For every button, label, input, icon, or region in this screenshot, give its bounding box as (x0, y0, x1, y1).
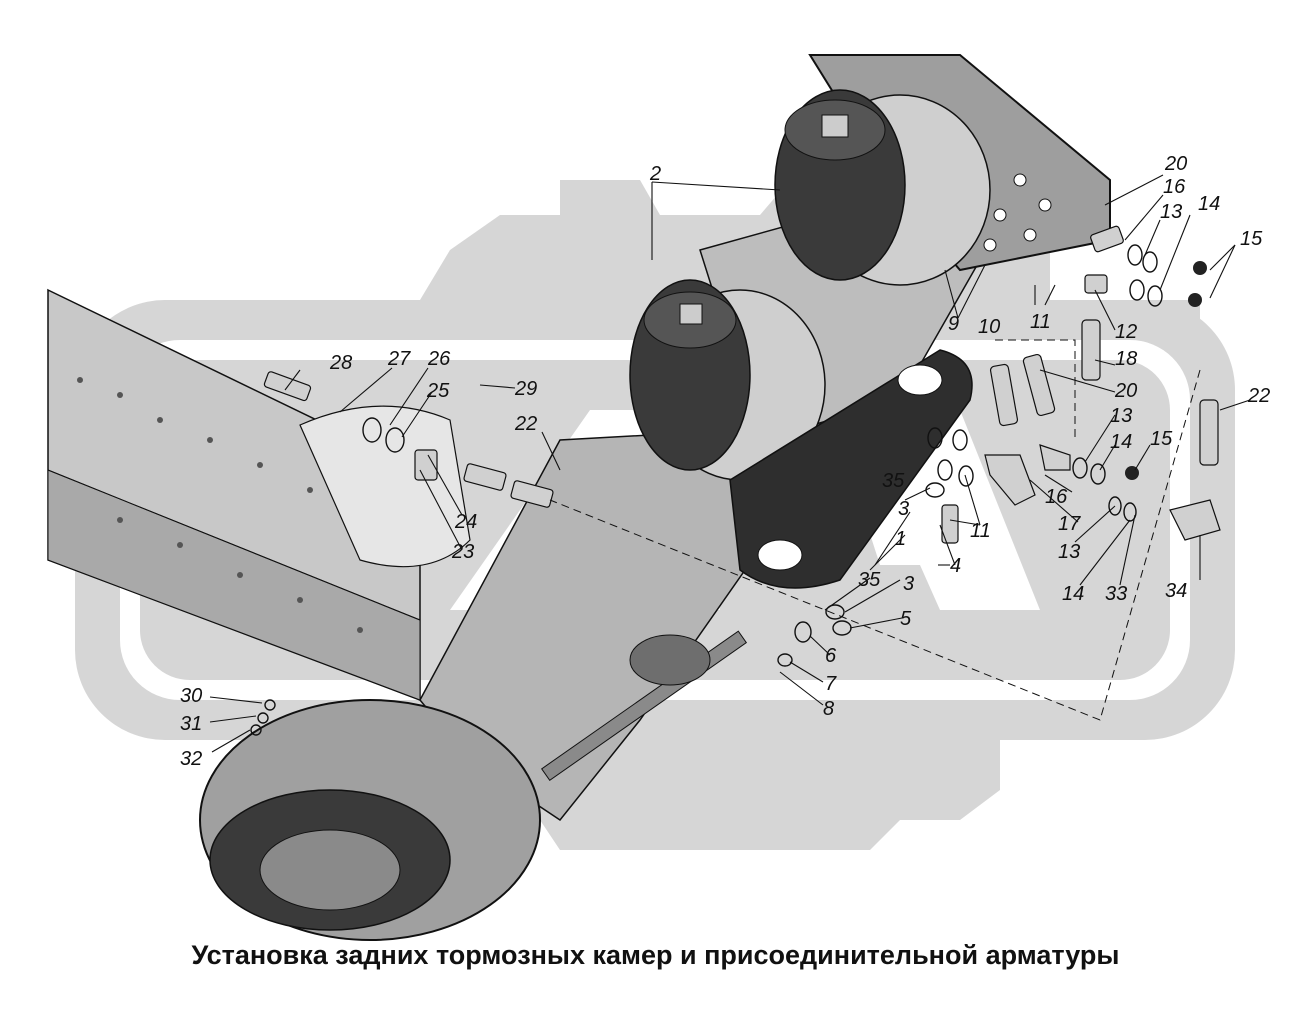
callout-11a: 11 (1030, 311, 1051, 333)
fittings (263, 225, 1221, 544)
callout-31: 31 (180, 713, 202, 735)
callout-17: 17 (1058, 513, 1081, 535)
assembly-lines (549, 339, 1201, 721)
callout-35a: 35 (882, 470, 905, 492)
callout-3a: 3 (898, 498, 909, 520)
callout-23: 23 (451, 541, 474, 563)
callout-14b: 14 (1110, 431, 1132, 453)
callout-20b: 20 (1114, 380, 1137, 402)
callout-6: 6 (825, 645, 837, 667)
figure-caption: Установка задних тормозных камер и присо… (191, 940, 1120, 970)
callout-16a: 16 (1163, 176, 1186, 198)
brake-chamber-lower (629, 279, 826, 481)
washers (250, 244, 1163, 736)
callout-35b: 35 (858, 569, 881, 591)
callout-13b: 13 (1110, 405, 1132, 427)
brake-chamber-upper (774, 89, 991, 286)
callout-7: 7 (825, 673, 837, 695)
callout-27: 27 (387, 348, 411, 370)
callout-22b: 22 (1247, 385, 1270, 407)
bracket-hole (897, 364, 943, 396)
callout-22a: 22 (514, 413, 537, 435)
callout-25: 25 (426, 380, 450, 402)
brake-drum (199, 699, 541, 941)
callout-3b: 3 (903, 573, 914, 595)
callout-26: 26 (427, 348, 451, 370)
callout-28: 28 (329, 352, 352, 374)
camshaft-lever (541, 630, 748, 781)
callout-13a: 13 (1160, 201, 1182, 223)
callout-16b: 16 (1045, 486, 1068, 508)
callout-20a: 20 (1164, 153, 1187, 175)
callout-10: 10 (978, 316, 1000, 338)
bracket-hole (757, 539, 803, 571)
callout-14c: 14 (1062, 583, 1084, 605)
callout-34: 34 (1165, 580, 1187, 602)
leader-lines (209, 174, 1251, 753)
callout-18: 18 (1115, 348, 1137, 370)
callout-30: 30 (180, 685, 202, 707)
callout-33: 33 (1105, 583, 1127, 605)
callout-29: 29 (514, 378, 537, 400)
callout-4: 4 (950, 555, 961, 577)
callout-1: 1 (895, 528, 906, 550)
chamber-bracket (729, 349, 973, 589)
callout-2: 2 (649, 163, 661, 185)
callout-12: 12 (1115, 321, 1137, 343)
callout-8: 8 (823, 698, 834, 720)
callout-32: 32 (180, 748, 202, 770)
callout-9: 9 (948, 313, 959, 335)
callout-15b: 15 (1150, 428, 1173, 450)
callout-5: 5 (900, 608, 912, 630)
callout-14a: 14 (1198, 193, 1220, 215)
callout-13c: 13 (1058, 541, 1080, 563)
callout-15a: 15 (1240, 228, 1263, 250)
callouts: 1 2 3 3 4 5 6 7 8 9 10 11 11 12 13 13 13… (180, 153, 1270, 770)
callout-24: 24 (454, 511, 477, 533)
callout-11b: 11 (970, 520, 991, 542)
mounting-plate (299, 405, 471, 568)
